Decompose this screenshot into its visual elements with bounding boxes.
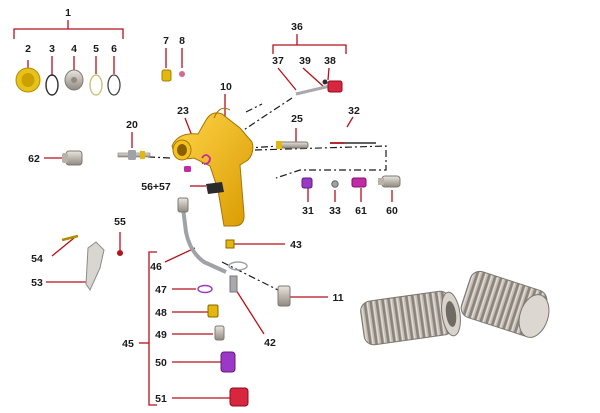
part-11-elbow [277,285,291,307]
label-1: 1 [65,7,71,19]
part-46-fluid-tube [177,197,227,274]
threaded-fitting-right [460,270,550,338]
part-33-screw [331,180,339,188]
label-62: 62 [28,153,40,165]
part-60-air-fitting [378,175,401,188]
label-32: 32 [348,105,360,117]
part-38-red-knob [327,80,343,93]
photo-threaded-fittings [360,270,550,346]
label-61: 61 [355,205,367,217]
label-49: 49 [155,329,167,341]
part-23-clip [201,154,211,165]
part-2-air-cap-ring [15,67,41,93]
label-25: 25 [291,113,303,125]
label-3: 3 [49,43,55,55]
label-54: 54 [31,253,43,265]
threaded-fitting-left [360,290,461,346]
label-56-57: 56+57 [141,181,171,193]
label-42: 42 [264,337,276,349]
label-37: 37 [272,55,284,67]
label-38: 38 [324,55,336,67]
bracket-group-1 [13,20,124,39]
label-4: 4 [71,43,77,55]
label-55: 55 [114,216,126,228]
part-43-nut [225,239,235,249]
part-56-57-trigger-pad [206,182,224,194]
part-39-pin [322,79,328,85]
part-6-o-ring [107,74,121,96]
bracket-group-36 [272,34,347,54]
part-37-rod [295,84,331,96]
part-47-o-ring [197,284,213,294]
label-53: 53 [31,277,43,289]
part-48-connector [207,304,219,318]
part-54-screw [61,234,79,242]
part-61-plug [351,177,367,188]
part-53-hook [85,241,105,292]
part-labels: 1 2 3 4 5 6 7 8 10 36 37 39 38 20 62 23 … [25,7,398,405]
label-6: 6 [111,43,117,55]
label-36: 36 [291,21,303,33]
label-39: 39 [299,55,311,67]
label-43: 43 [290,239,302,251]
part-5-seal-ring [89,74,103,96]
part-31-cap [301,177,313,189]
leader-lines [27,48,393,399]
label-11: 11 [332,292,343,304]
part-7-nozzle [161,69,172,82]
part-42-tube-stub [228,261,248,293]
part-50-filter [220,351,236,373]
part-55-ball [117,250,123,256]
part-62-fitting [62,150,83,166]
label-48: 48 [155,307,167,319]
part-3-o-ring [45,74,59,96]
label-60: 60 [386,205,398,217]
label-33: 33 [329,205,341,217]
bracket-group-45 [139,251,157,406]
label-10: 10 [220,81,232,93]
label-20: 20 [126,119,138,131]
label-51: 51 [155,393,167,405]
part-10-spray-gun-body [171,107,254,227]
label-47: 47 [155,284,167,296]
label-46: 46 [150,261,162,273]
part-4-air-cap [64,69,84,91]
part-25-valve [276,141,309,149]
magenta-seal [184,166,191,172]
part-8-ball [179,71,185,77]
part-20-needle [117,150,151,160]
label-2: 2 [25,43,31,55]
label-31: 31 [302,205,314,217]
label-50: 50 [155,357,167,369]
label-23: 23 [177,105,189,117]
label-7: 7 [163,35,169,47]
label-45: 45 [122,338,134,350]
part-51-cap [229,387,249,407]
label-8: 8 [179,35,185,47]
label-5: 5 [93,43,99,55]
part-49-sleeve [214,325,225,341]
